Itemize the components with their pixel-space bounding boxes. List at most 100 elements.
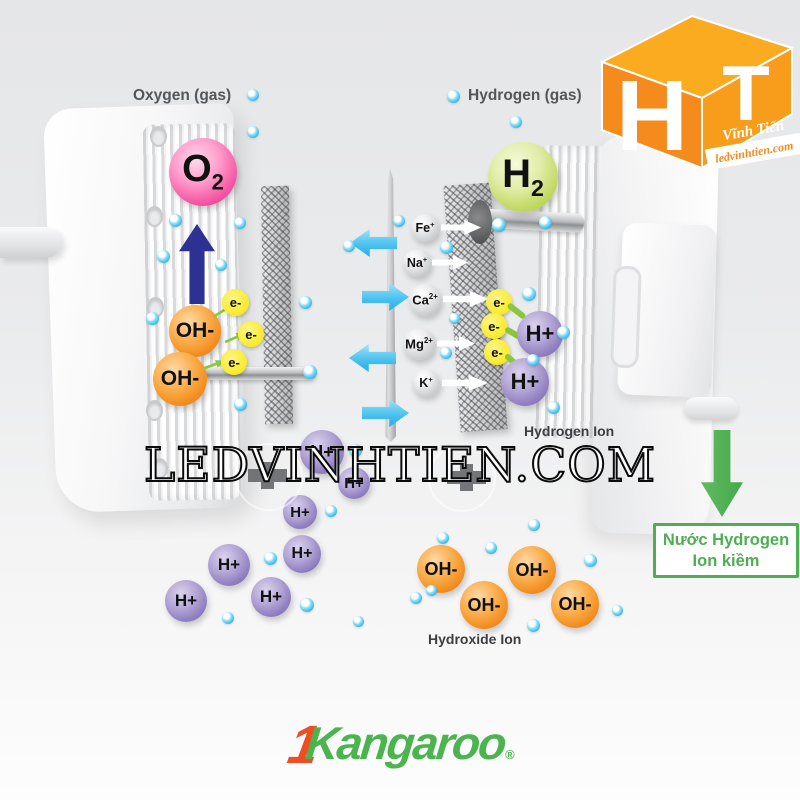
ion-charge: 2+ [428, 292, 438, 302]
hydrogen-ion-sphere: H+ [300, 430, 344, 474]
o2-subscript: 2 [211, 169, 224, 195]
kangaroo-logo: 1Kangaroo® [272, 714, 532, 776]
water-bubble [263, 551, 277, 565]
hydrogen-ion-sphere: H+ [283, 535, 321, 573]
hydroxide-ion-sphere: OH- [460, 581, 508, 629]
hydrogen-ion-sphere: H+ [251, 577, 291, 617]
registered-mark: ® [505, 747, 515, 762]
left-housing-pin [0, 227, 62, 258]
mineral-ion-k: K+ [412, 369, 440, 397]
water-bubble [247, 89, 259, 101]
hydroxide-ion-sphere: OH- [417, 545, 465, 593]
oxygen-gas-label: Oxygen (gas) [133, 87, 232, 104]
alkaline-water-box: Nước Hydrogen Ion kiềm [653, 523, 799, 578]
water-bubble [410, 592, 422, 604]
water-bubble [247, 126, 259, 138]
h2-subscript: 2 [530, 175, 544, 201]
ion-symbol: K [419, 376, 429, 391]
mineral-ion-mg: Mg2+ [403, 328, 435, 360]
water-bubble [526, 618, 540, 632]
watermark-ring [428, 444, 496, 512]
membrane-arrow-right-icon [362, 283, 409, 311]
bolt-hole [150, 126, 167, 147]
hydrogen-ion-sphere: H+ [208, 544, 250, 586]
water-bubble [425, 584, 437, 596]
hydrogen-molecule: H2 [488, 142, 558, 212]
ht-vinhtien-logo: H T Vĩnh Tiến ledvinhtien.com [599, 14, 800, 168]
hydroxide-ion-sphere: OH- [508, 546, 556, 594]
ion-symbol: Mg [405, 336, 424, 352]
water-bubble [446, 89, 460, 103]
electrode-rod-flange [468, 200, 492, 244]
h2-symbol: H [502, 152, 531, 196]
water-bubble [168, 213, 182, 227]
water-bubble [215, 259, 227, 271]
water-bubble [528, 519, 540, 531]
logo-site-ribbon [704, 132, 800, 168]
water-bubble [222, 612, 234, 624]
water-bubble [538, 215, 552, 229]
water-bubble [303, 365, 317, 379]
hydrogen-ion-sphere: H+ [338, 467, 370, 499]
water-bubble [583, 553, 597, 567]
electron-chip: e- [222, 289, 249, 316]
water-bubble [343, 240, 355, 252]
hydrogen-ion-sphere: H+ [517, 311, 563, 357]
hydroxide-ion-sphere: OH- [153, 352, 207, 406]
plus-mark-icon [447, 464, 486, 491]
hydrogen-gas-label: Hydrogen (gas) [468, 87, 582, 104]
water-bubble [440, 347, 452, 359]
ion-charge: 2+ [423, 336, 433, 346]
bolt-hole [146, 206, 163, 227]
electron-chip: e- [481, 313, 507, 339]
hydroxide-ion-caption: Hydroxide Ion [428, 631, 522, 647]
mineral-ion-ca: Ca2+ [409, 284, 441, 316]
left-electrode-rod [202, 367, 316, 380]
electron-chip: e- [486, 289, 512, 315]
mineral-ion-fe: Fe+ [411, 214, 439, 242]
logo-letter-t: T [722, 49, 770, 137]
right-housing-pin [684, 397, 738, 420]
water-bubble [325, 505, 337, 517]
water-bubble [522, 287, 536, 301]
right-housing-slot [610, 265, 642, 369]
alkaline-water-line1: Nước Hydrogen [662, 530, 790, 549]
logo-box-left-face [601, 60, 703, 168]
hydrogen-ion-sphere: H+ [501, 358, 549, 406]
o2-symbol: O [182, 148, 212, 191]
electron-chip: e- [484, 339, 510, 365]
water-bubble [233, 397, 247, 411]
water-bubble [393, 215, 405, 227]
water-bubble [448, 312, 460, 324]
water-bubble [234, 217, 246, 229]
water-bubble [546, 400, 560, 414]
hydrogen-ion-caption: Hydrogen Ion [524, 423, 615, 439]
water-bubble [298, 295, 312, 309]
ion-charge: + [430, 220, 435, 230]
alkaline-water-line2: Ion kiềm [692, 551, 760, 570]
water-bubble [556, 325, 570, 339]
mineral-ion-na: Na+ [403, 249, 431, 277]
ion-charge: + [422, 255, 428, 265]
oxygen-molecule: O2 [169, 138, 237, 206]
water-bubble [485, 542, 497, 554]
water-bubble [145, 311, 159, 325]
water-bubble [300, 598, 314, 612]
ion-symbol: Fe [415, 221, 431, 236]
water-bubble [439, 240, 453, 254]
water-bubble [156, 249, 170, 263]
hydroxide-ion-sphere: OH- [551, 580, 599, 628]
water-bubble [437, 532, 449, 544]
ion-symbol: Na [406, 256, 423, 271]
water-bubble [527, 354, 539, 366]
water-bubble [348, 443, 362, 457]
water-bubble [510, 116, 522, 128]
site-watermark: LEDVINHTIEN.COM [143, 437, 656, 494]
water-bubble [492, 218, 506, 232]
hydroxide-ion-sphere: OH- [169, 305, 221, 357]
ion-symbol: Ca [412, 292, 429, 308]
ion-charge: + [428, 375, 433, 385]
watermark-ring [235, 443, 303, 511]
logo-box-right-face [701, 46, 793, 168]
